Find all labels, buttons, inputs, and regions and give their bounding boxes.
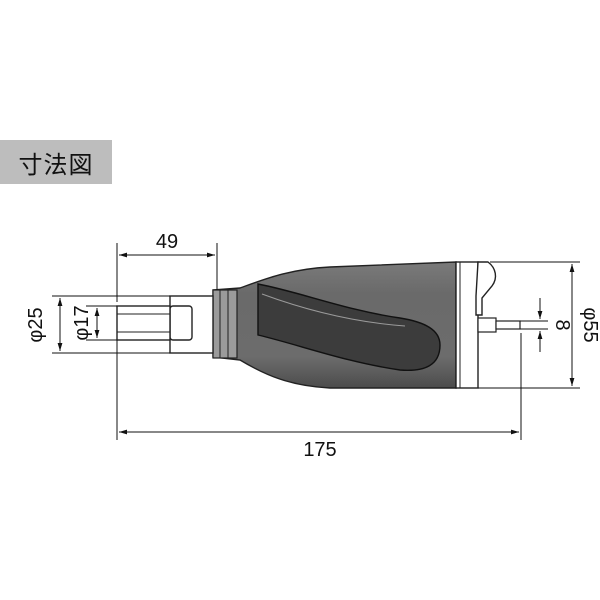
hex-shaft [116,305,171,341]
title-box: 寸法図 [0,140,112,184]
rear-lever [475,261,497,316]
label-175: 175 [303,439,336,461]
rear-housing [455,261,479,389]
nose-nut [169,305,193,341]
label-8: 8 [551,319,573,330]
collar-band [212,289,238,359]
air-inlet-tip [495,320,521,330]
label-49: 49 [156,231,178,253]
grip-highlight [261,293,406,327]
tool-outline [116,261,521,389]
drawing-title: 寸法図 [18,150,94,179]
label-phi55: φ55 [579,307,600,342]
label-phi17: φ17 [71,305,93,340]
dimension-lines [52,243,580,440]
air-inlet [477,317,497,333]
label-phi25: φ25 [25,307,47,342]
grip-recess [257,283,441,372]
